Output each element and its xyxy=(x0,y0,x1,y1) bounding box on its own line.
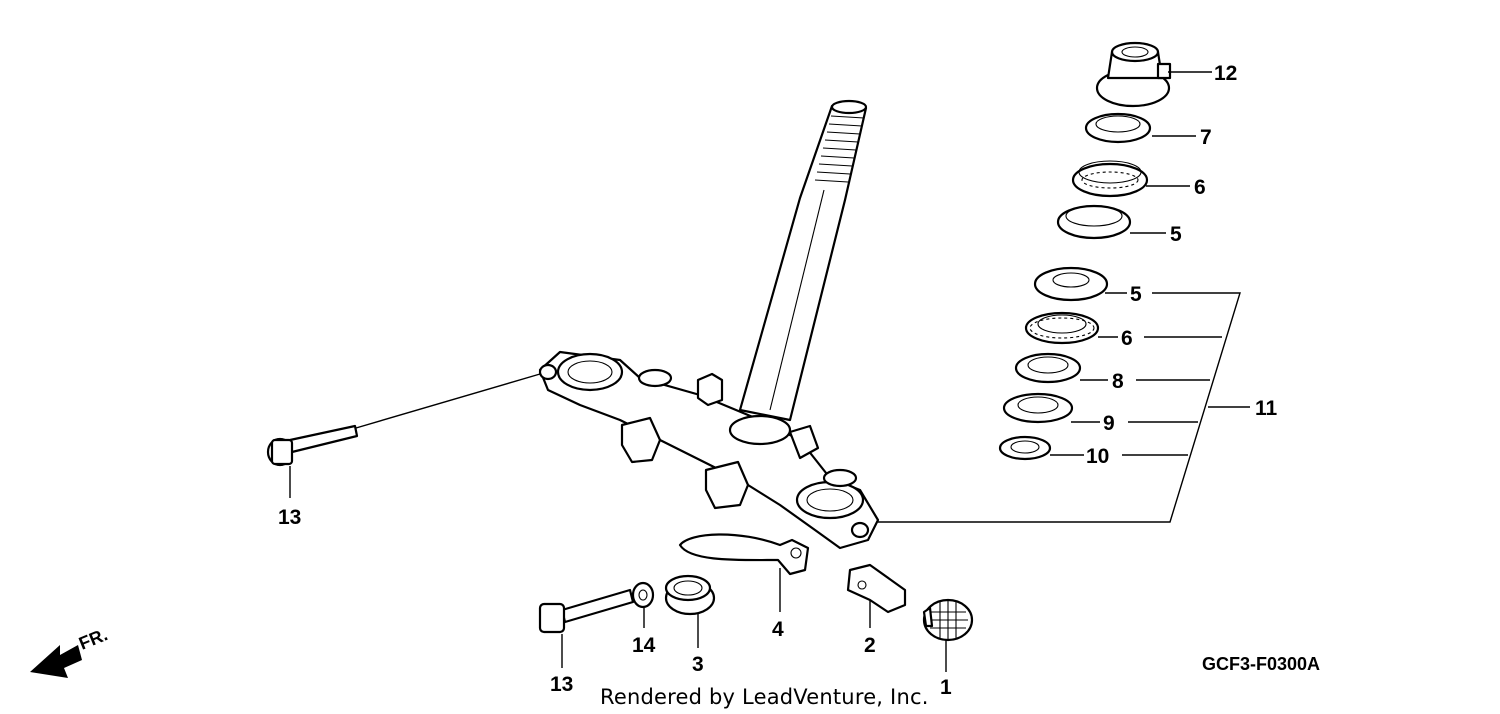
callout-10: 10 xyxy=(1086,445,1109,468)
lower-bearing[interactable] xyxy=(1024,311,1100,345)
dust-seal[interactable] xyxy=(1084,112,1152,144)
callout-13-lower: 13 xyxy=(550,673,573,696)
bottom-bridge[interactable] xyxy=(538,350,880,550)
callout-11: 11 xyxy=(1255,397,1278,420)
callout-5-lower: 5 xyxy=(1130,283,1142,306)
credit-text: Rendered by LeadVenture, Inc. xyxy=(600,685,929,709)
callout-9: 9 xyxy=(1103,412,1115,435)
cap-1[interactable] xyxy=(922,598,974,642)
bolt-upper[interactable] xyxy=(266,424,359,467)
bracket-2[interactable] xyxy=(846,563,907,614)
diagram-code: GCF3-F0300A xyxy=(1202,654,1320,674)
lower-seal-9[interactable] xyxy=(1002,392,1074,424)
callout-4: 4 xyxy=(772,618,784,641)
callout-8: 8 xyxy=(1112,370,1124,393)
callout-3: 3 xyxy=(692,653,704,676)
leader-lines xyxy=(289,71,1250,672)
callout-7: 7 xyxy=(1200,126,1212,149)
washer-14[interactable] xyxy=(631,581,655,609)
callout-1: 1 xyxy=(940,676,952,699)
lower-seal-8[interactable] xyxy=(1014,352,1082,384)
callout-12: 12 xyxy=(1214,62,1237,85)
washer-10[interactable] xyxy=(998,435,1052,461)
callout-14: 14 xyxy=(632,634,656,657)
steering-stem[interactable] xyxy=(738,99,868,422)
callout-6-lower: 6 xyxy=(1121,327,1133,350)
bolt-lower[interactable] xyxy=(538,588,635,634)
callout-5-upper: 5 xyxy=(1170,223,1182,246)
upper-race[interactable] xyxy=(1056,204,1132,240)
callout-6-upper: 6 xyxy=(1194,176,1206,199)
hose-clamp-4[interactable] xyxy=(678,533,810,576)
lower-race[interactable] xyxy=(1033,266,1109,302)
steering-stem-nut[interactable] xyxy=(1095,41,1172,108)
callout-13-upper: 13 xyxy=(278,506,301,529)
bushing-3[interactable] xyxy=(664,574,716,616)
direction-label: FR. xyxy=(76,624,110,653)
callout-2: 2 xyxy=(864,634,876,657)
upper-bearing[interactable] xyxy=(1071,160,1149,198)
front-direction-arrow-icon xyxy=(30,645,82,678)
